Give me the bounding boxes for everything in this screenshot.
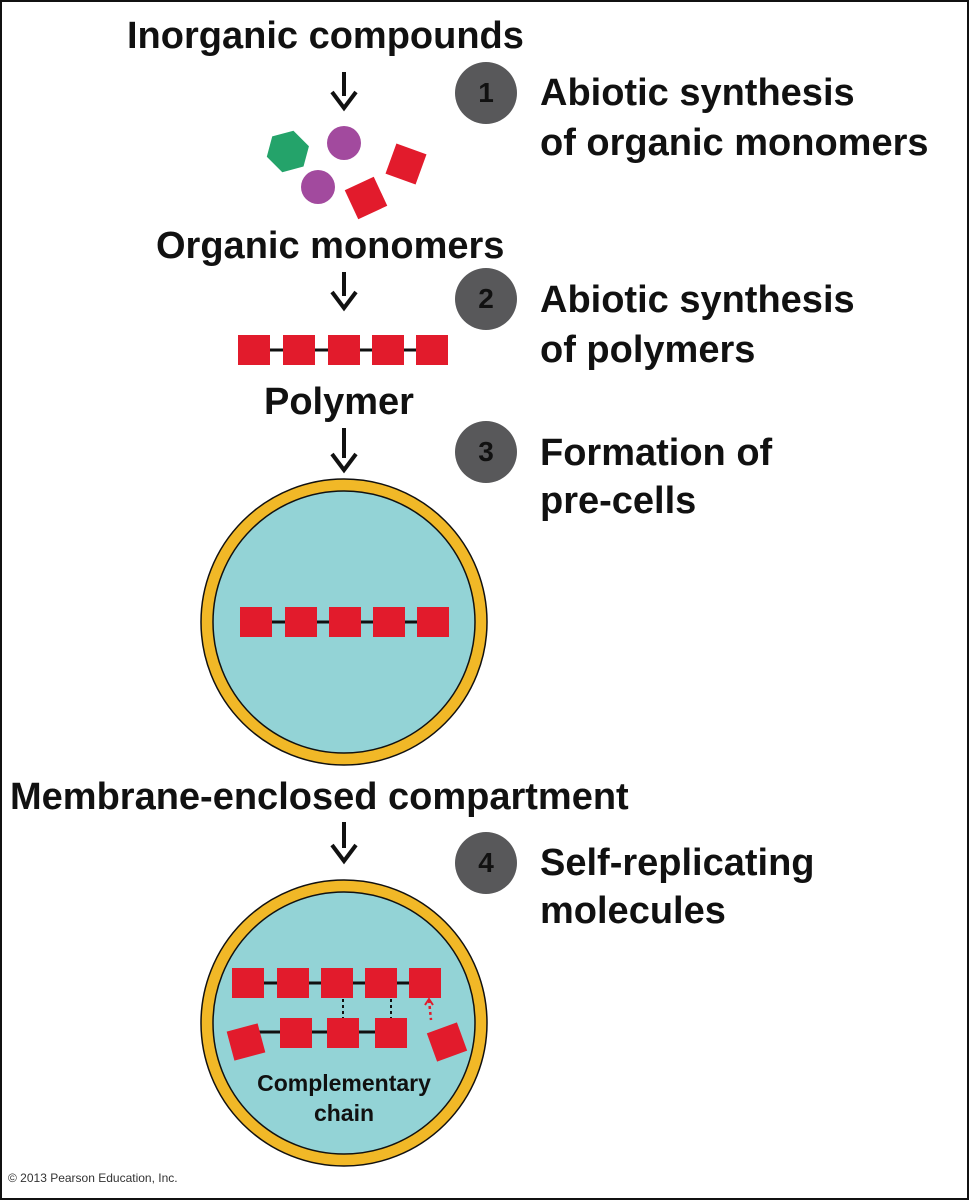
pre-cell-monomer — [373, 607, 405, 637]
label-organic-monomers: Organic monomers — [156, 225, 505, 267]
step-2-badge: 2 — [455, 268, 517, 330]
template-monomer — [277, 968, 309, 998]
complementary-monomer — [280, 1018, 312, 1048]
template-monomer — [409, 968, 441, 998]
label-polymer: Polymer — [264, 381, 414, 423]
label-inorganic-compounds: Inorganic compounds — [127, 15, 524, 57]
step-4-badge: 4 — [455, 832, 517, 894]
label-complementary-line2: chain — [313, 1100, 375, 1126]
complementary-monomer — [226, 1023, 266, 1061]
step-4-line1: Self-replicating — [540, 842, 815, 884]
step-4-line2: molecules — [540, 890, 726, 932]
complementary-monomer — [375, 1018, 407, 1048]
arrow-1 — [330, 72, 358, 112]
pre-cell-monomer — [417, 607, 449, 637]
template-monomer — [321, 968, 353, 998]
monomer-hexagon — [266, 130, 309, 173]
step-2-line2: of polymers — [540, 329, 756, 371]
pre-cell — [200, 478, 488, 766]
step-3-line2: pre-cells — [540, 480, 697, 522]
monomer-circle — [301, 170, 335, 204]
replicating-cell — [200, 879, 488, 1167]
arrow-3 — [330, 428, 358, 474]
step-1-badge: 1 — [455, 62, 517, 124]
arrow-4 — [330, 822, 358, 865]
step-3-line1: Formation of — [540, 432, 773, 474]
polymer-chain — [238, 335, 448, 365]
step-1-line2: of organic monomers — [540, 122, 929, 164]
complementary-monomer — [327, 1018, 359, 1048]
arrow-2 — [330, 272, 358, 312]
monomer-square — [385, 143, 427, 185]
step-1-line1: Abiotic synthesis — [540, 72, 855, 114]
step-3-badge: 3 — [455, 421, 517, 483]
free-monomer — [426, 1022, 468, 1062]
monomer-square — [344, 176, 388, 220]
copyright-text: © 2013 Pearson Education, Inc. — [8, 1171, 178, 1185]
pre-cell-monomer — [240, 607, 272, 637]
step-2-line1: Abiotic synthesis — [540, 279, 855, 321]
pre-cell-monomer — [285, 607, 317, 637]
template-monomer — [365, 968, 397, 998]
label-membrane-compartment: Membrane-enclosed compartment — [10, 776, 629, 818]
label-complementary-line1: Complementary — [257, 1070, 431, 1096]
pre-cell-monomer — [329, 607, 361, 637]
organic-monomers-group — [266, 126, 427, 220]
monomer-circle — [327, 126, 361, 160]
template-monomer — [232, 968, 264, 998]
